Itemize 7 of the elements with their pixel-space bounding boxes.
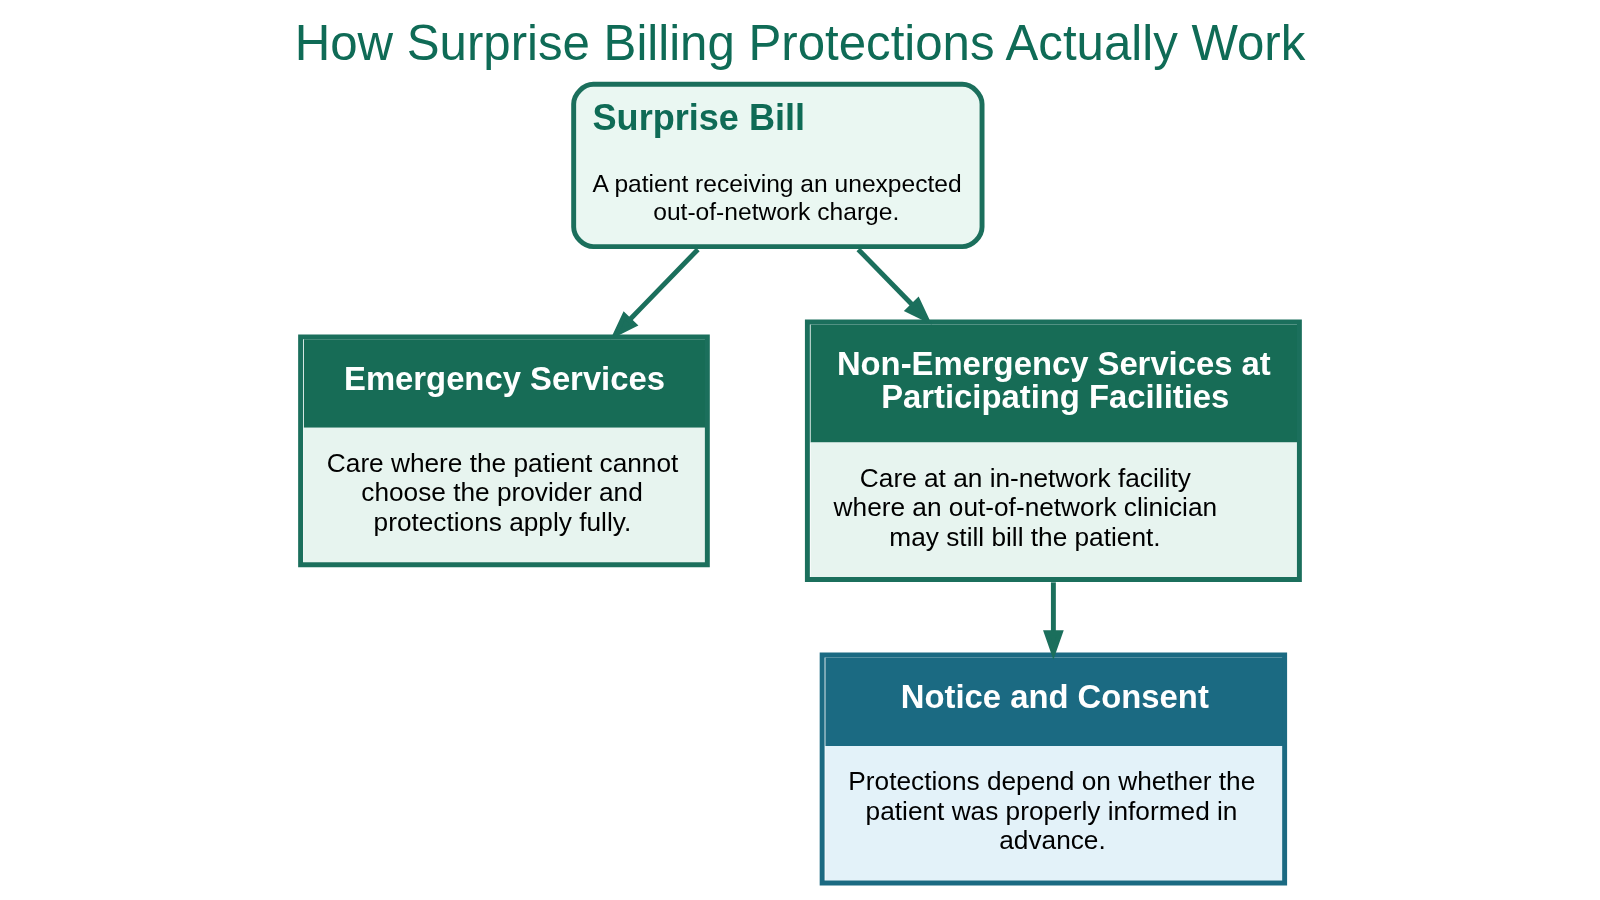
diagram-title: How Surprise Billing Protections Actually Work — [294, 15, 1306, 71]
node-box: Non-Emergency Services at Participating Facilities Care at an in-network facility where an out-of-network clinician may still bill the patient. — [804, 319, 1302, 582]
arrow — [610, 247, 700, 340]
node-box: Notice and Consent Protections depend on whether the patient was properly informed in advance. — [819, 652, 1288, 886]
arrow — [1043, 582, 1064, 660]
arrow — [856, 247, 932, 325]
node-box: Emergency Services Care where the patient cannot choose the provider and protections apply fully. — [298, 334, 710, 568]
